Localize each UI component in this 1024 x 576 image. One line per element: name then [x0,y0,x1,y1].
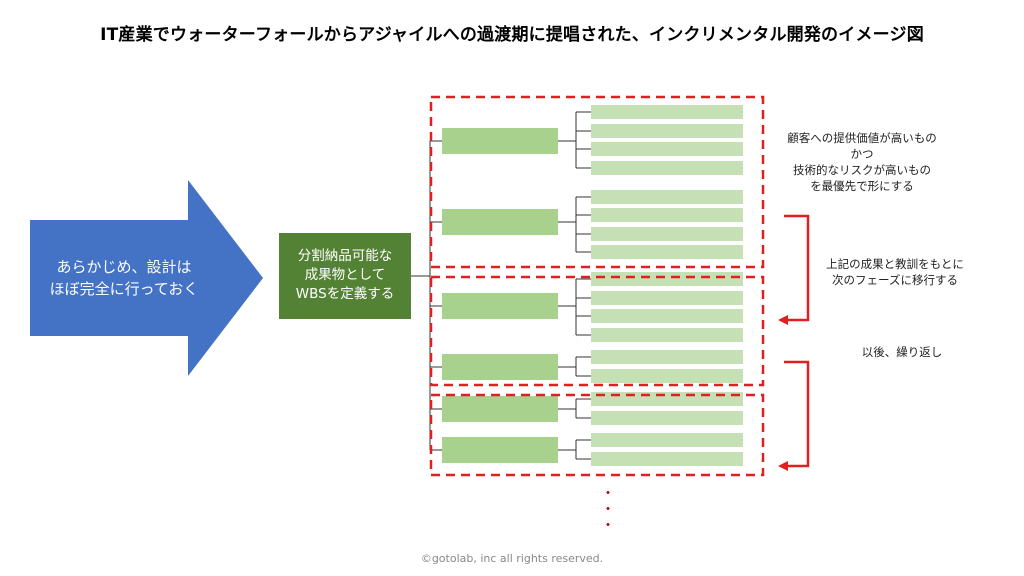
wbs-text-line-1: 分割納品可能な [298,247,393,264]
task-bar [591,452,743,466]
diagram-title: IT産業でウォーターフォールからアジャイルへの過渡期に提唱された、インクリメンタ… [100,25,924,45]
deliverable-box [442,437,558,463]
wbs-tree [411,105,743,466]
task-bar [591,124,743,138]
bracket-phase2-to-3-arrowhead [778,461,788,471]
wbs-text-line-2: 成果物として [305,267,386,283]
task-bar [591,208,743,222]
repeat-note: 以後、繰り返し [862,345,943,359]
task-bar [591,272,743,286]
task-bar [591,433,743,447]
phase-transition-brackets [778,214,810,471]
task-bar [591,142,743,156]
task-bar [591,291,743,305]
phase-frame-2 [429,275,765,387]
deliverable-box [442,128,558,154]
priority-note-line-3: 技術的なリスクが高いもの [793,163,931,177]
phase-frame-3 [429,393,765,477]
task-bar [591,161,743,175]
task-bar [591,227,743,241]
priority-note-line-2: かつ [851,147,874,161]
bracket-phase2-to-3-line [784,360,810,468]
wbs-definition-box [279,233,411,319]
copyright-footer: ©gotolab, inc all rights reserved. [420,552,604,565]
continuation-dot-3: ・ [601,518,615,534]
bracket-phase1-to-2-line [784,214,810,322]
priority-note-line-4: を最優先で形にする [810,179,914,193]
task-bar [591,350,743,364]
deliverable-box [442,209,558,235]
wbs-text-line-3: WBSを定義する [296,285,394,302]
task-bar [591,105,743,119]
phase-frame-1 [429,95,765,269]
deliverable-box [442,396,558,422]
task-bar [591,411,743,425]
next-phase-note-line-2: 次のフェーズに移行する [832,273,958,287]
task-bar [591,328,743,342]
task-bar [591,309,743,323]
arrow-text-line-2: ほぼ完全に行っておく [50,280,199,298]
phase-frames [429,95,765,477]
deliverable-box [442,354,558,380]
bracket-phase1-to-2-arrowhead [778,315,788,325]
continuation-dot-2: ・ [601,502,615,518]
task-bar [591,190,743,204]
continuation-dot-1: ・ [601,486,615,502]
arrow-text-line-1: あらかじめ、設計は [56,258,191,276]
task-bar [591,369,743,383]
design-first-arrow [30,180,263,376]
task-bar [591,245,743,259]
deliverable-box [442,293,558,319]
priority-note-line-1: 顧客への提供価値が高いもの [787,131,937,145]
next-phase-note-line-1: 上記の成果と教訓をもとに [826,257,964,271]
